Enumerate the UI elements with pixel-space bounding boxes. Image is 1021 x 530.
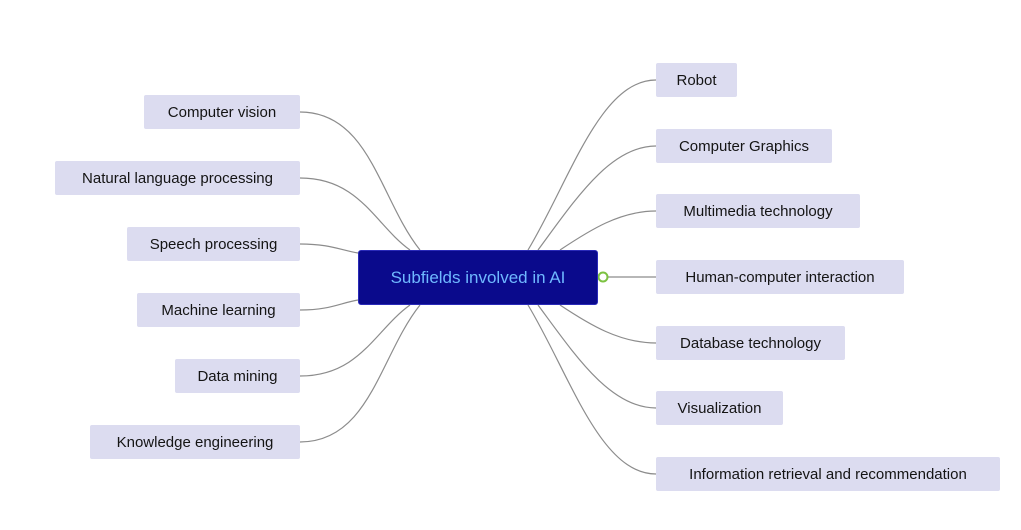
topic-knowledge-engineering[interactable]: Knowledge engineering [90, 425, 300, 459]
topic-label: Knowledge engineering [116, 433, 274, 451]
topic-label: Database technology [680, 334, 821, 352]
connector-knowledge-engineering [299, 304, 421, 443]
connector-computer-graphics [537, 145, 657, 251]
root-topic[interactable]: Subfields involved in AI [358, 250, 598, 305]
connector-database-technology [559, 304, 657, 344]
topic-multimedia-technology[interactable]: Multimedia technology [656, 194, 860, 228]
topic-label: Computer vision [167, 103, 277, 121]
topic-robot[interactable]: Robot [656, 63, 737, 97]
connector-natural-language-processing [299, 177, 411, 251]
topic-label: Visualization [677, 399, 762, 417]
topic-machine-learning[interactable]: Machine learning [137, 293, 300, 327]
connector-machine-learning [299, 299, 359, 311]
topic-speech-processing[interactable]: Speech processing [127, 227, 300, 261]
connector-visualization [537, 304, 657, 409]
connector-computer-vision [299, 111, 421, 251]
topic-label: Computer Graphics [678, 137, 810, 155]
topic-label: Natural language processing [82, 169, 273, 187]
topic-label: Information retrieval and recommendation [689, 465, 967, 483]
connector-information-retrieval [527, 304, 657, 475]
connector-speech-processing [299, 243, 359, 254]
topic-database-technology[interactable]: Database technology [656, 326, 845, 360]
collapse-handle-icon[interactable] [597, 271, 609, 283]
connector-robot [527, 79, 657, 251]
topic-human-computer-interaction[interactable]: Human-computer interaction [656, 260, 904, 294]
topic-data-mining[interactable]: Data mining [175, 359, 300, 393]
topic-label: Speech processing [149, 235, 278, 253]
topic-label: Multimedia technology [683, 202, 833, 220]
topic-visualization[interactable]: Visualization [656, 391, 783, 425]
topic-label: Human-computer interaction [685, 268, 875, 286]
topic-label: Data mining [197, 367, 278, 385]
connector-data-mining [299, 304, 411, 377]
root-topic-label: Subfields involved in AI [390, 267, 566, 287]
topic-natural-language-processing[interactable]: Natural language processing [55, 161, 300, 195]
topic-label: Robot [676, 71, 717, 89]
topic-information-retrieval-and-recommendation[interactable]: Information retrieval and recommendation [656, 457, 1000, 491]
topic-computer-graphics[interactable]: Computer Graphics [656, 129, 832, 163]
topic-computer-vision[interactable]: Computer vision [144, 95, 300, 129]
topic-label: Machine learning [161, 301, 276, 319]
connector-multimedia-technology [559, 210, 657, 251]
